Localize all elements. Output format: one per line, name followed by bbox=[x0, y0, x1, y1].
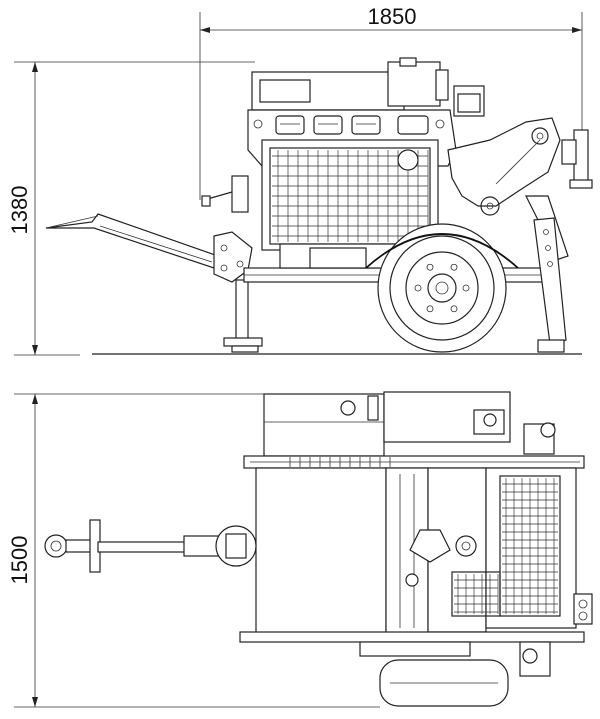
length-dimension-label: 1850 bbox=[368, 4, 417, 29]
wheel-bolt bbox=[426, 305, 434, 313]
fender bbox=[365, 233, 519, 269]
wheel-bolt bbox=[462, 284, 470, 292]
wheel-bolt bbox=[450, 263, 458, 271]
width-dimension-label: 1500 bbox=[7, 536, 32, 585]
wheel-bolt bbox=[414, 284, 422, 292]
front-jack-stand bbox=[201, 175, 263, 353]
top-hitch-ring bbox=[215, 525, 257, 567]
wheel bbox=[377, 223, 507, 353]
center-hook bbox=[405, 529, 477, 587]
wheel-bolt bbox=[426, 263, 434, 271]
engine-grille bbox=[261, 139, 439, 251]
rear-arm bbox=[447, 117, 593, 216]
dimension-width: 1500 bbox=[7, 393, 380, 708]
top-side-rail bbox=[239, 631, 585, 643]
wheel-bolt bbox=[450, 305, 458, 313]
top-view bbox=[44, 391, 593, 707]
dimension-length: 1850 bbox=[199, 4, 583, 200]
height-dimension-label: 1380 bbox=[7, 186, 32, 235]
dimension-height: 1380 bbox=[7, 61, 255, 356]
top-grille bbox=[451, 475, 561, 617]
rear-jack-leg bbox=[525, 195, 569, 353]
tow-bar bbox=[45, 213, 219, 269]
side-view bbox=[45, 57, 593, 355]
top-engine-block bbox=[263, 391, 511, 457]
top-wheel-assembly bbox=[359, 641, 551, 707]
top-control-unit bbox=[523, 422, 593, 625]
engine-housing bbox=[251, 57, 485, 117]
